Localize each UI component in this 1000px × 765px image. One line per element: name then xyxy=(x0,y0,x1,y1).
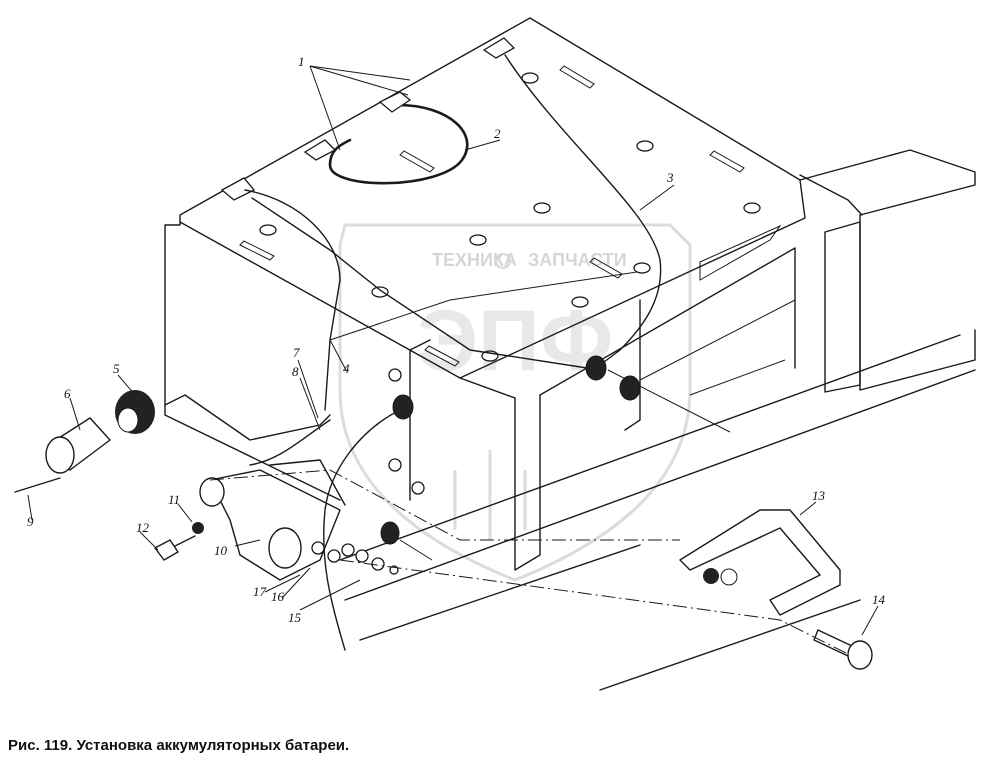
frame-rail xyxy=(339,149,976,691)
callout-3: 3 xyxy=(666,170,674,185)
cover-slots xyxy=(239,65,745,367)
callout-5: 5 xyxy=(113,361,120,376)
grommets xyxy=(380,355,641,545)
hold-down-bracket xyxy=(679,509,841,616)
callout-10: 10 xyxy=(214,543,228,558)
callout-labels: 1 2 3 4 5 6 7 8 9 10 11 12 13 14 15 16 1… xyxy=(27,54,886,625)
bolt-12 xyxy=(154,522,204,561)
watermark-emblem: ЭПФ xyxy=(417,293,613,389)
fasteners-15-17 xyxy=(311,541,399,575)
callout-8: 8 xyxy=(292,364,299,379)
callout-13: 13 xyxy=(812,488,826,503)
bolt-14 xyxy=(813,629,873,670)
wheat-ears-icon xyxy=(453,450,527,540)
callout-2: 2 xyxy=(494,126,501,141)
terminal-clamps xyxy=(220,37,516,201)
callout-14: 14 xyxy=(872,592,886,607)
cable-harness xyxy=(244,189,341,411)
callout-16: 16 xyxy=(271,589,285,604)
watermark: ТЕХНИКА ЗАПЧАСТИ ЭПФ xyxy=(338,223,692,582)
callout-17: 17 xyxy=(253,584,267,599)
callout-15: 15 xyxy=(288,610,302,625)
watermark-left-text: ТЕХНИКА xyxy=(432,250,517,270)
figure-caption: Рис. 119. Установка аккумуляторных батар… xyxy=(8,737,350,754)
callout-6: 6 xyxy=(64,386,71,401)
rubber-boot xyxy=(115,390,155,434)
callout-9: 9 xyxy=(27,514,34,529)
callout-12: 12 xyxy=(136,520,150,535)
battery-box xyxy=(164,17,863,571)
jumper-cable xyxy=(328,103,469,185)
long-cable xyxy=(504,54,662,366)
watermark-right-text: ЗАПЧАСТИ xyxy=(528,250,627,270)
plug-connector xyxy=(45,417,111,474)
callout-7: 7 xyxy=(293,345,300,360)
battery-installation-drawing: ТЕХНИКА ЗАПЧАСТИ ЭПФ xyxy=(14,17,976,691)
leader-lines xyxy=(27,65,879,636)
cover-bolts xyxy=(259,72,761,495)
callout-1: 1 xyxy=(298,54,305,69)
callout-11: 11 xyxy=(168,492,180,507)
screw-9 xyxy=(14,477,61,493)
callout-4: 4 xyxy=(343,361,350,376)
battery-switch xyxy=(199,459,346,581)
gear-icon xyxy=(495,253,511,269)
